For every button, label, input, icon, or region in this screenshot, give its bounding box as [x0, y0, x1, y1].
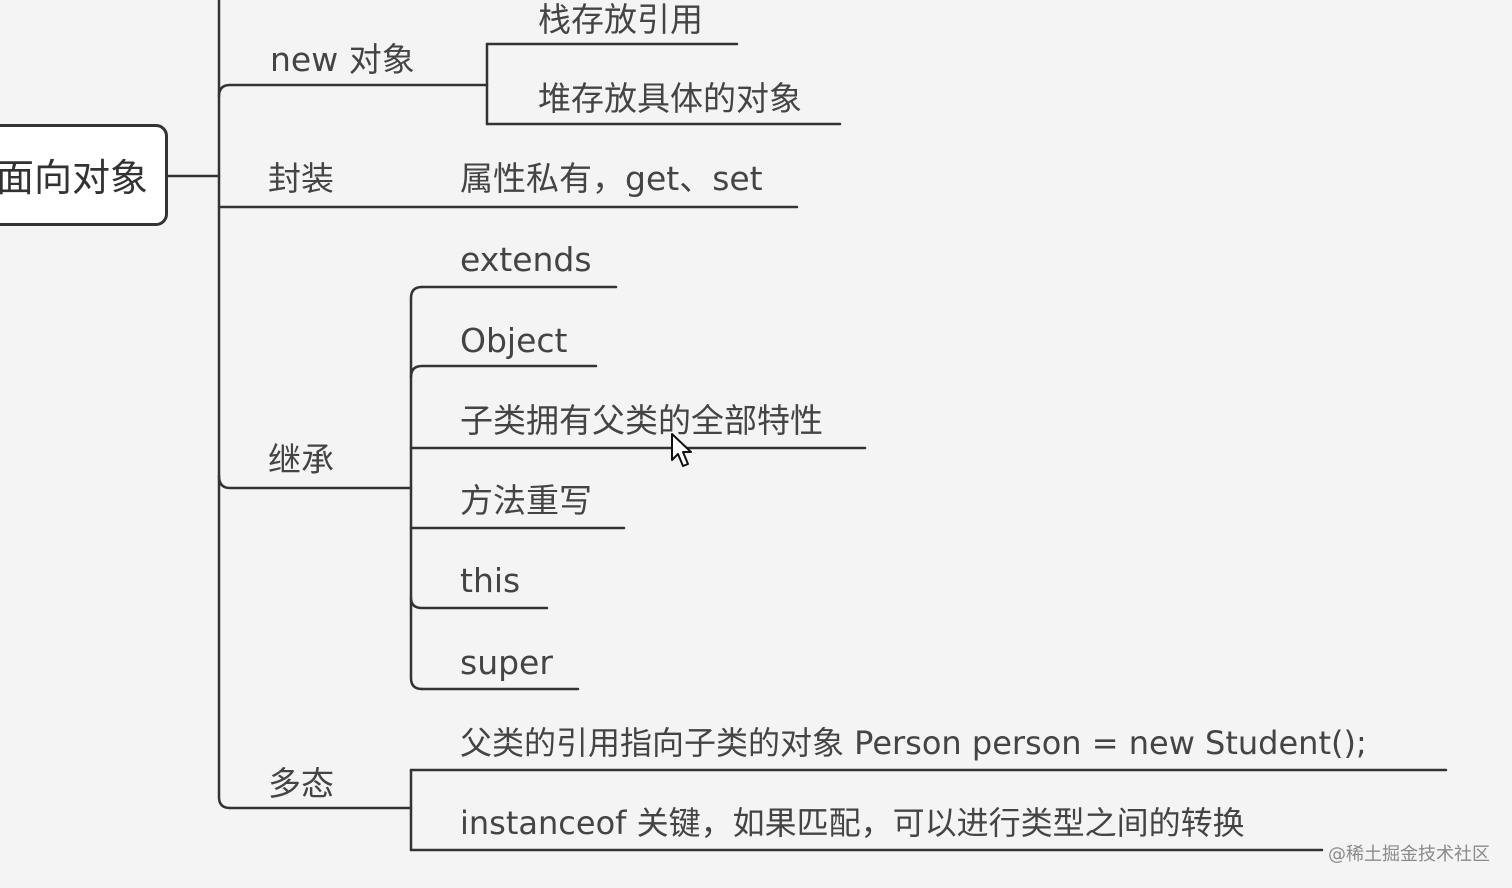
node-this[interactable]: this [460, 561, 521, 600]
branch-line-inherit [217, 474, 413, 490]
node-super[interactable]: super [460, 643, 553, 682]
mouse-pointer-icon [671, 433, 692, 467]
node-instanceof[interactable]: instanceof 关键，如果匹配，可以进行类型之间的转换 [460, 804, 1245, 842]
node-private-attributes[interactable]: 属性私有，get、set [460, 159, 763, 198]
branch-label-polymorphism[interactable]: 多态 [268, 764, 334, 803]
node-stack-reference[interactable]: 栈存放引用 [538, 0, 703, 39]
branch-label-inheritance[interactable]: 继承 [268, 440, 334, 479]
branch-label-new-object[interactable]: new 对象 [270, 40, 415, 79]
node-extends[interactable]: extends [460, 240, 592, 279]
node-method-override[interactable]: 方法重写 [460, 481, 592, 520]
node-parent-reference[interactable]: 父类的引用指向子类的对象 Person person = new Student… [460, 724, 1367, 762]
node-heap-object[interactable]: 堆存放具体的对象 [538, 79, 802, 118]
root-node-label: 面向对象 [0, 156, 149, 200]
bracket-inherit [409, 285, 424, 691]
node-object[interactable]: Object [460, 321, 568, 360]
branch-label-encapsulation[interactable]: 封装 [268, 159, 334, 198]
main-spine [217, 0, 232, 810]
watermark: @稀土掘金技术社区 [1328, 844, 1490, 865]
root-node[interactable] [0, 124, 168, 226]
branch-line-new [217, 83, 489, 98]
node-subclass-features[interactable]: 子类拥有父类的全部特性 [460, 401, 823, 440]
child-line-inherit-5 [409, 596, 549, 610]
child-line-inherit-2 [409, 364, 598, 379]
